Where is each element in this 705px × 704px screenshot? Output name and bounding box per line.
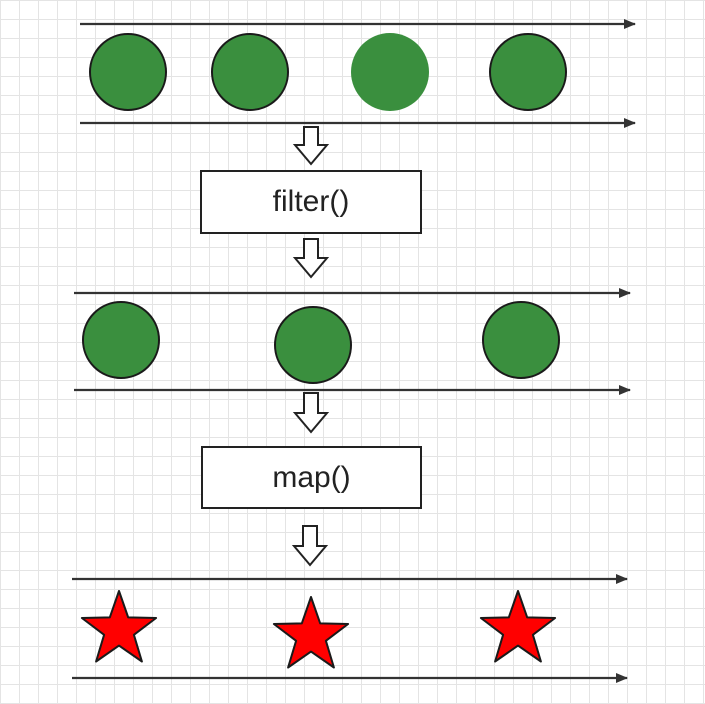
map-operator-label: map()	[272, 460, 351, 494]
filter-operator-box: filter()	[200, 170, 422, 234]
input-circle	[351, 33, 429, 111]
filtered-circle	[82, 301, 160, 379]
input-circle	[211, 33, 289, 111]
input-circle	[89, 33, 167, 111]
filtered-circle	[274, 306, 352, 384]
mapped-star	[272, 596, 350, 669]
down-arrow-icon	[292, 238, 330, 279]
filtered-circle	[482, 301, 560, 379]
mapped-star	[80, 590, 158, 663]
down-arrow-icon	[291, 525, 329, 567]
down-arrow-icon	[292, 126, 330, 166]
mapped-star	[479, 590, 557, 663]
input-circle	[489, 33, 567, 111]
filter-operator-label: filter()	[272, 185, 350, 218]
map-operator-box: map()	[201, 446, 422, 509]
down-arrow-icon	[292, 392, 330, 434]
